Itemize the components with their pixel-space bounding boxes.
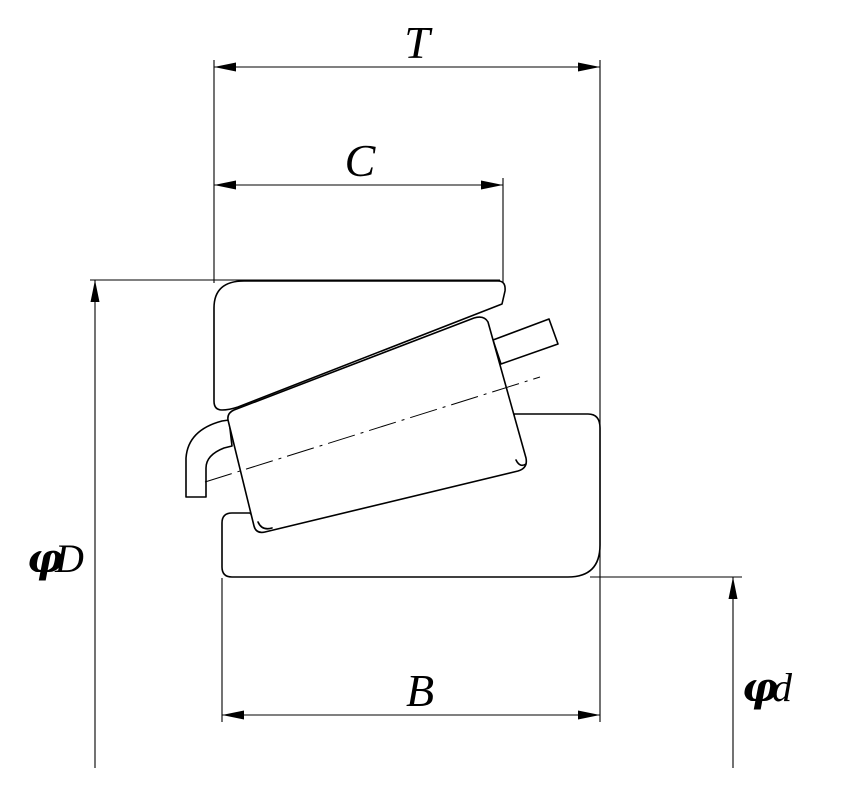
extension-lines — [90, 60, 742, 722]
arrow-T-right — [578, 62, 600, 72]
outer-ring-cup — [213, 280, 506, 411]
label-D-phi: φ — [27, 535, 63, 582]
label-d: d — [772, 665, 793, 710]
arrow-C-left — [214, 180, 236, 190]
cage-left — [185, 419, 233, 498]
label-d-phi: φ — [742, 664, 778, 711]
dimension-T — [214, 62, 600, 72]
label-B: B — [406, 665, 434, 716]
roller-center-line — [204, 376, 541, 483]
dimension-B — [222, 710, 600, 720]
roller-fillet-small-end — [257, 521, 273, 530]
cage-right — [492, 318, 559, 365]
label-outer-diameter: φ D — [27, 535, 84, 582]
arrow-C-right — [481, 180, 503, 190]
arrow-B-left — [222, 710, 244, 720]
label-C: C — [345, 135, 377, 186]
arrow-d-top — [728, 577, 738, 599]
label-D: D — [54, 536, 84, 581]
arrow-T-left — [214, 62, 236, 72]
arrow-D-top — [90, 280, 100, 302]
roller-fillet-large-end — [515, 459, 527, 467]
label-bore-diameter: φ d — [742, 664, 793, 711]
dimension-C — [214, 180, 503, 190]
dimension-outer-diameter — [90, 280, 100, 768]
label-T: T — [404, 17, 433, 68]
dimension-bore-diameter — [728, 577, 738, 768]
arrow-B-right — [578, 710, 600, 720]
tapered-roller — [227, 316, 528, 534]
